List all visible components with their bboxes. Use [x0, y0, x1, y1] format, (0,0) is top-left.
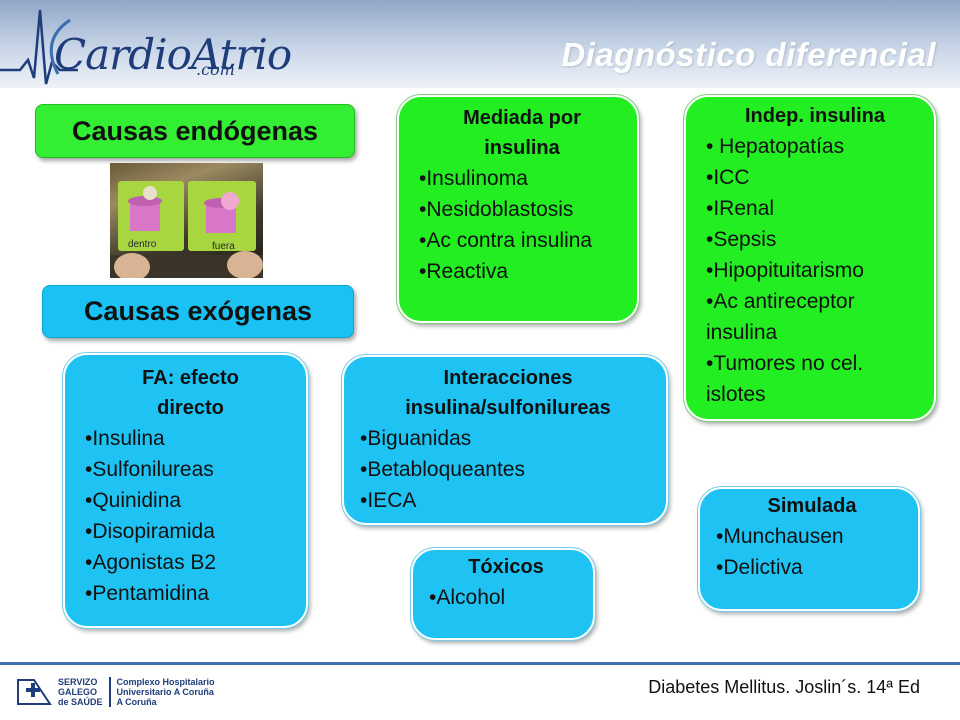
list-item: •ICC — [706, 166, 750, 189]
sergas-cross-icon — [17, 679, 52, 705]
page-title: Diagnóstico diferencial — [561, 36, 936, 73]
cardioatrio-logo: CardioAtrio .com — [0, 0, 292, 88]
list-item: •Agonistas B2 — [85, 551, 217, 574]
exogenous-causes-text: Causas exógenas — [83, 296, 313, 326]
sergas-name: SERVIZO GALEGO de SAÚDE — [58, 677, 111, 707]
simulated-box: Simulada •Munchausen •Delictiva — [697, 486, 921, 612]
insulin-mediated-list: •Insulinoma •Nesidoblastosis •Ac contra … — [419, 163, 625, 287]
interactions-box: Interacciones insulina/sulfonilureas •Bi… — [341, 354, 669, 526]
list-item: • Hepatopatías — [706, 135, 845, 158]
insulin-independent-list: • Hepatopatías •ICC •IRenal •Sepsis •Hip… — [706, 131, 924, 410]
list-item: •Hipopituitarismo — [706, 259, 864, 282]
list-item: •Disopiramida — [85, 520, 215, 543]
list-item: •Ac contra insulina — [419, 229, 593, 252]
list-item: •Sepsis — [706, 228, 777, 251]
logo-wordmark: CardioAtrio — [54, 30, 292, 79]
footer-bar — [0, 665, 960, 720]
hospital-name-line: Universitario A Coruña — [116, 687, 214, 697]
list-item: •Sulfonilureas — [85, 458, 214, 481]
sergas-name-line: GALEGO — [58, 687, 98, 697]
direct-effect-title: FA: efecto directo — [142, 367, 239, 419]
endogenous-causes-text: Causas endógenas — [71, 115, 319, 146]
interactions-title: Interacciones insulina/sulfonilureas — [405, 367, 611, 419]
toxics-list: •Alcohol — [429, 582, 583, 613]
footer-divider — [0, 662, 960, 665]
sergas-name-line: de SAÚDE — [58, 697, 103, 707]
list-item: •Nesidoblastosis — [419, 198, 574, 221]
insulin-independent-title: Indep. insulina — [744, 105, 885, 127]
list-item: •Ac antireceptor insulina — [706, 290, 855, 344]
direct-effect-list: •Insulina •Sulfonilureas •Quinidina •Dis… — [85, 423, 296, 609]
simulated-title: Simulada — [767, 495, 857, 517]
exogenous-causes-label: Causas exógenas — [42, 285, 354, 338]
insulin-mediated-box: Mediada por insulina •Insulinoma •Nesido… — [396, 94, 640, 324]
list-item: •Delictiva — [716, 556, 803, 579]
photo-illustration: dentro fuera — [110, 181, 263, 278]
list-item: •Insulina — [85, 427, 165, 450]
hospital-name-line: Complexo Hospitalario — [116, 677, 215, 687]
toxics-title: Tóxicos — [468, 556, 544, 578]
inside-outside-photo: dentro fuera — [110, 163, 263, 278]
list-item: •Tumores no cel. islotes — [706, 352, 864, 406]
list-item: •Quinidina — [85, 489, 182, 512]
sergas-logo: SERVIZO GALEGO de SAÚDE Complexo Hospita… — [16, 676, 215, 708]
simulated-list: •Munchausen •Delictiva — [716, 521, 908, 583]
list-item: •Alcohol — [429, 586, 506, 609]
photo-label-dentro: dentro — [128, 239, 157, 250]
photo-label-fuera: fuera — [212, 241, 235, 252]
reference-citation: Diabetes Mellitus. Joslin´s. 14ª Ed — [648, 677, 920, 697]
header-bar: CardioAtrio .com Diagnóstico diferencial — [0, 0, 960, 88]
list-item: •IECA — [360, 489, 417, 512]
list-item: •Betabloqueantes — [360, 458, 525, 481]
list-item: •Biguanidas — [360, 427, 472, 450]
toxics-box: Tóxicos •Alcohol — [410, 547, 596, 641]
endogenous-causes-label: Causas endógenas — [35, 104, 355, 158]
heartbeat-logo-icon — [0, 9, 78, 85]
sergas-name-line: SERVIZO — [58, 677, 98, 687]
list-item: •Insulinoma — [419, 167, 528, 190]
hospital-name-line: A Coruña — [116, 697, 157, 707]
direct-effect-box: FA: efecto directo •Insulina •Sulfonilur… — [62, 352, 309, 629]
list-item: •Pentamidina — [85, 582, 210, 605]
list-item: •Reactiva — [419, 260, 509, 283]
list-item: •Munchausen — [716, 525, 844, 548]
logo-domain: .com — [196, 60, 235, 79]
insulin-independent-box: Indep. insulina • Hepatopatías •ICC •IRe… — [683, 94, 937, 422]
insulin-mediated-title: Mediada por insulina — [463, 107, 581, 159]
list-item: •IRenal — [706, 197, 775, 220]
hospital-name: Complexo Hospitalario Universitario A Co… — [117, 677, 215, 707]
interactions-list: •Biguanidas •Betabloqueantes •IECA — [360, 423, 656, 516]
